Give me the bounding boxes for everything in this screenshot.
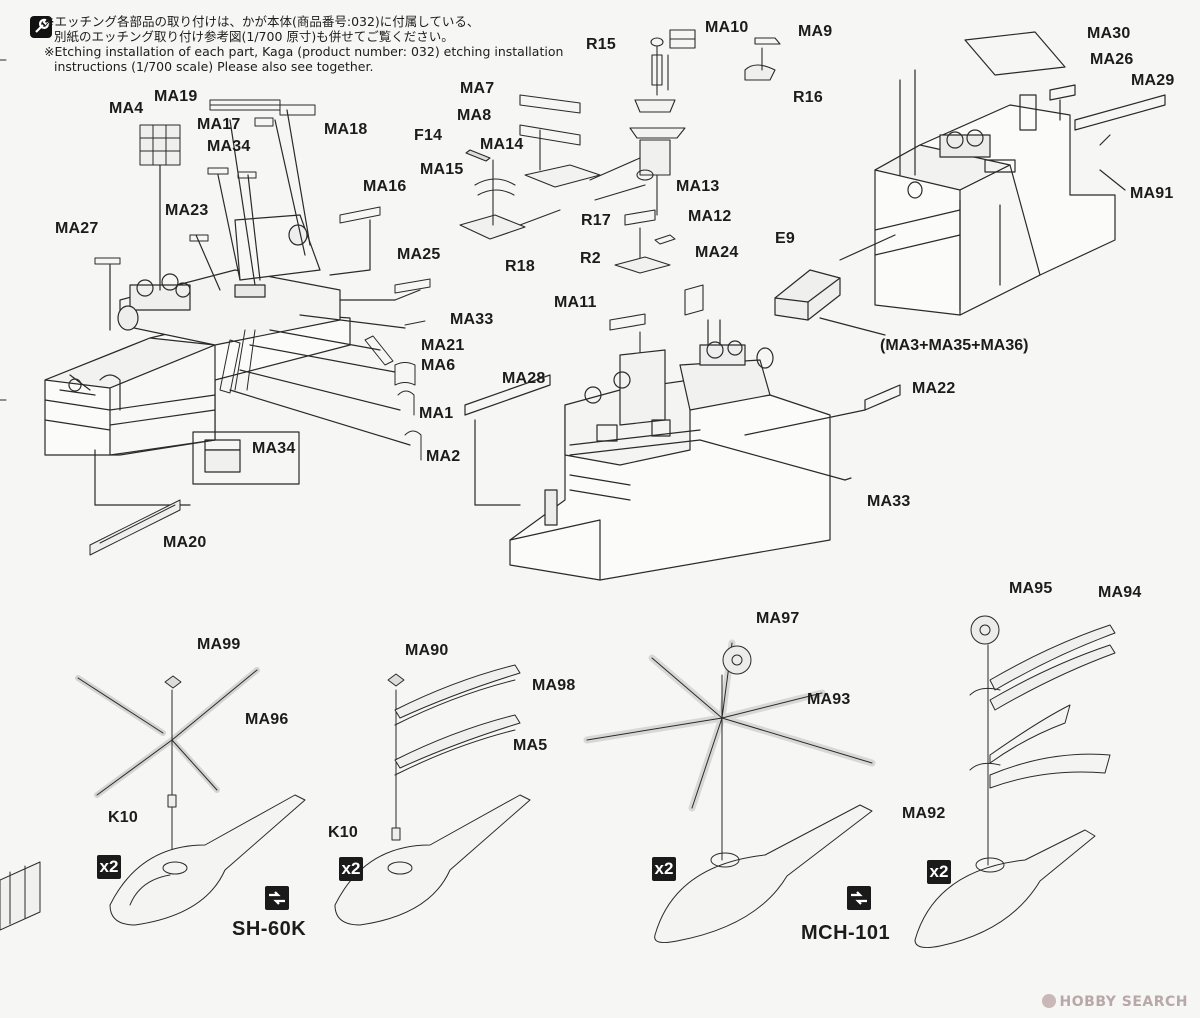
instruction-note: ※エッチング各部品の取り付けは、かが本体(商品番号:032)に付属している、 別…	[44, 14, 564, 74]
mch101-title: MCH-101	[801, 922, 891, 944]
note-jp-line2: 別紙のエッチング取り付け参考図(1/700 原寸)も併せてご覧ください。	[54, 29, 454, 44]
label-e9: E9	[775, 230, 795, 247]
label-ma99: MA99	[197, 636, 241, 653]
label-ma26: MA26	[1090, 51, 1134, 68]
sh60k-a-drawing	[75, 667, 306, 926]
multiplier-badge-3: x2	[652, 857, 676, 881]
left-island-drawing	[44, 99, 431, 556]
aft-island-drawing	[774, 31, 1166, 336]
label-ma95: MA95	[1009, 580, 1053, 597]
label-ma1: MA1	[419, 405, 454, 422]
flip-arrow-icon	[847, 886, 871, 910]
label-ma91: MA91	[1130, 185, 1174, 202]
label-ma33-left: MA33	[450, 311, 494, 328]
label-ma94: MA94	[1098, 584, 1142, 601]
label-ma19: MA19	[154, 88, 198, 105]
label-ma16: MA16	[363, 178, 407, 195]
label-ma18: MA18	[324, 121, 368, 138]
label-ma27: MA27	[55, 220, 99, 237]
label-ma3-ma35-ma36: (MA3+MA35+MA36)	[880, 337, 1029, 354]
label-ma34-top: MA34	[207, 138, 251, 155]
multiplier-badge-4: x2	[927, 860, 951, 884]
label-ma4: MA4	[109, 100, 144, 117]
label-ma24: MA24	[695, 244, 739, 261]
label-ma97: MA97	[756, 610, 800, 627]
label-r18: R18	[505, 258, 535, 275]
mch101-b-drawing	[914, 615, 1116, 948]
label-ma30: MA30	[1087, 25, 1131, 42]
rear-island-drawing	[464, 319, 901, 581]
label-ma90: MA90	[405, 642, 449, 659]
hobbysearch-logo-icon	[1041, 994, 1056, 1008]
label-ma23: MA23	[165, 202, 209, 219]
mch101-drawing	[583, 639, 876, 943]
label-ma15: MA15	[420, 161, 464, 178]
label-r16: R16	[793, 89, 823, 106]
note-en-line2: instructions (1/700 scale) Please also s…	[54, 59, 374, 74]
label-ma92: MA92	[902, 805, 946, 822]
label-ma22: MA22	[912, 380, 956, 397]
label-ma29: MA29	[1131, 72, 1175, 89]
label-r2: R2	[580, 250, 601, 267]
label-r15: R15	[586, 36, 616, 53]
label-ma34-inset: MA34	[252, 440, 296, 457]
label-ma6: MA6	[421, 357, 456, 374]
sh60k-b-drawing	[334, 664, 531, 926]
sh60k-title: SH-60K	[232, 918, 307, 940]
label-ma5: MA5	[513, 737, 548, 754]
multiplier-badge-2: x2	[339, 857, 363, 881]
label-ma14: MA14	[480, 136, 524, 153]
note-en-line1: ※Etching installation of each part, Kaga…	[44, 44, 564, 59]
label-ma12: MA12	[688, 208, 732, 225]
label-ma28: MA28	[502, 370, 546, 387]
label-r17: R17	[581, 212, 611, 229]
label-ma11: MA11	[554, 294, 597, 311]
label-ma33-right: MA33	[867, 493, 911, 510]
label-ma20: MA20	[163, 534, 207, 551]
wrench-icon	[30, 16, 52, 38]
note-jp-line1: ※エッチング各部品の取り付けは、かが本体(商品番号:032)に付属している、	[44, 14, 480, 29]
label-ma13: MA13	[676, 178, 720, 195]
mast-assembly-drawing	[459, 29, 781, 356]
label-ma93: MA93	[807, 691, 851, 708]
label-k10-left: K10	[108, 809, 138, 826]
watermark: HOBBY SEARCH	[1041, 994, 1188, 1010]
label-ma9: MA9	[798, 23, 833, 40]
label-ma10: MA10	[705, 19, 749, 36]
label-k10-right: K10	[328, 824, 358, 841]
label-ma98: MA98	[532, 677, 576, 694]
label-ma21: MA21	[421, 337, 465, 354]
label-ma25: MA25	[397, 246, 441, 263]
label-ma17: MA17	[197, 116, 241, 133]
edge-fragment-drawing	[0, 59, 41, 931]
label-ma8: MA8	[457, 107, 492, 124]
watermark-text: HOBBY SEARCH	[1059, 994, 1188, 1010]
multiplier-badge-1: x2	[97, 855, 121, 879]
label-ma96: MA96	[245, 711, 289, 728]
label-ma2: MA2	[426, 448, 461, 465]
label-f14: F14	[414, 127, 443, 144]
flip-arrow-icon	[265, 886, 289, 910]
label-ma7: MA7	[460, 80, 495, 97]
